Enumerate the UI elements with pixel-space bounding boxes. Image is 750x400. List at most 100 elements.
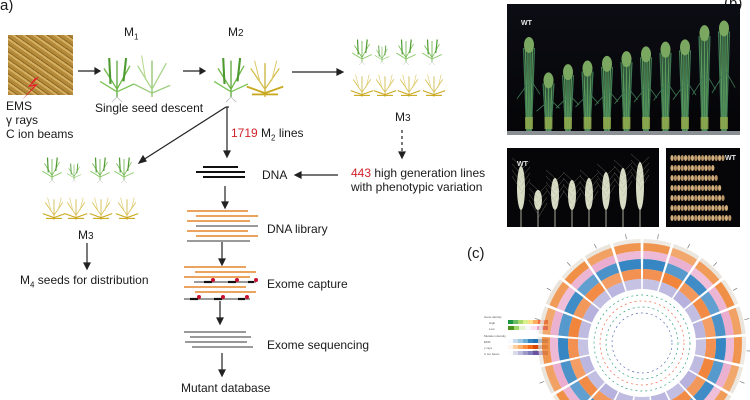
- track-5: [584, 282, 606, 303]
- track-5: [578, 375, 598, 397]
- grain-row-6: [670, 205, 728, 211]
- track-6: [606, 282, 626, 298]
- step-dna-library: DNA library: [267, 222, 328, 236]
- track-1: [699, 257, 723, 280]
- track-2: [643, 243, 671, 255]
- inner-track-4: [611, 312, 673, 374]
- plant-stalks: [516, 20, 736, 132]
- track-2: [670, 247, 698, 267]
- spike-5: [579, 169, 599, 227]
- track-3: [550, 310, 564, 336]
- m1-base: M: [124, 25, 134, 39]
- track-5: [678, 282, 700, 303]
- legend-swatch: [528, 320, 533, 324]
- track-4: [664, 263, 689, 282]
- track-5: [570, 358, 587, 380]
- grain-row-4: [670, 185, 722, 191]
- exome-sequencing-icon: [184, 331, 253, 348]
- track-4: [569, 380, 591, 400]
- track-2: [549, 281, 570, 309]
- track-6: [615, 391, 634, 400]
- track-6: [582, 303, 600, 323]
- track-5: [601, 272, 623, 290]
- spike-2: [528, 181, 548, 227]
- track-5: [592, 390, 613, 400]
- track-1: [729, 366, 744, 394]
- track-1: [552, 394, 560, 400]
- legend-swatch: [533, 351, 538, 355]
- wheat-seeds-image: [8, 35, 73, 95]
- track-5: [661, 272, 683, 290]
- track-4: [643, 259, 666, 272]
- legend-swatch: [518, 320, 523, 324]
- track-3: [570, 267, 594, 290]
- legend-swatch: [533, 339, 538, 343]
- exome-capture-icon: [184, 266, 258, 301]
- track-1: [545, 279, 563, 306]
- m4-seeds-label: M4 seeds for distribution: [20, 273, 149, 292]
- track-3: [550, 337, 560, 363]
- track-1: [612, 239, 641, 248]
- track-4: [689, 397, 694, 400]
- chromosome-sector-16: [532, 336, 590, 365]
- track-6: [684, 303, 702, 323]
- high-gen-lines-label: 443 high generation lines: [351, 166, 485, 180]
- m2-lines-base: M: [257, 126, 272, 140]
- legend-swatch: [525, 326, 531, 330]
- plant-7: [633, 46, 658, 132]
- legend-swatch: [513, 345, 518, 349]
- track-1: [584, 244, 612, 260]
- spikes-wt-tag: WT: [517, 161, 528, 168]
- track-6: [689, 355, 705, 375]
- sector-tick: [534, 318, 540, 320]
- m2-base: M: [228, 25, 238, 39]
- legend-swatch: [518, 345, 523, 349]
- track-5: [697, 358, 714, 380]
- plant-2: [536, 72, 560, 132]
- inner-track-1: [593, 294, 691, 392]
- m2-lines-count: 1719: [231, 126, 258, 140]
- plant-9: [672, 39, 697, 132]
- legend-swatch: [533, 345, 538, 349]
- track-6: [692, 320, 706, 339]
- high-gen-line1: high generation lines: [371, 166, 486, 180]
- spike-4: [562, 171, 582, 227]
- m4-suffix: seeds for distribution: [34, 273, 149, 287]
- plant-8: [653, 41, 677, 132]
- sector-tick: [625, 234, 627, 240]
- sector-tick: [546, 287, 552, 291]
- track-4: [714, 337, 727, 361]
- mutant-plants-photo: WT: [507, 4, 740, 135]
- step-exome-capture: Exome capture: [267, 277, 348, 291]
- track-1: [538, 306, 549, 335]
- track-4: [577, 274, 600, 297]
- track-6: [592, 290, 611, 309]
- legend-row-cion: C ion beam: [484, 352, 500, 356]
- grain-row-1: [670, 155, 725, 161]
- legend-row-gamma: γ rays: [484, 346, 493, 350]
- chromosome-sector-14: [552, 370, 605, 400]
- track-2: [731, 336, 742, 364]
- spike-7: [613, 159, 633, 227]
- step-dna: DNA: [262, 168, 288, 182]
- track-6: [579, 355, 595, 375]
- track-4: [693, 380, 715, 400]
- plant-11: [711, 20, 736, 132]
- track-1: [672, 244, 700, 260]
- sector-tick: [739, 381, 745, 384]
- legend-row-high: High: [489, 321, 496, 325]
- chromosome-sector-17: [534, 306, 592, 339]
- track-6: [694, 339, 706, 357]
- chromosome-sector-10: [650, 391, 669, 400]
- track-2: [544, 364, 562, 392]
- m1-label: M1: [124, 25, 138, 44]
- track-2: [694, 261, 720, 285]
- track-5: [671, 390, 692, 400]
- step-exome-sequencing: Exome sequencing: [267, 338, 370, 352]
- grain-row-2: [670, 165, 715, 171]
- legend-swatch: [528, 345, 533, 349]
- m3-left-sub: 3: [88, 231, 94, 242]
- legend-swatch: [523, 345, 528, 349]
